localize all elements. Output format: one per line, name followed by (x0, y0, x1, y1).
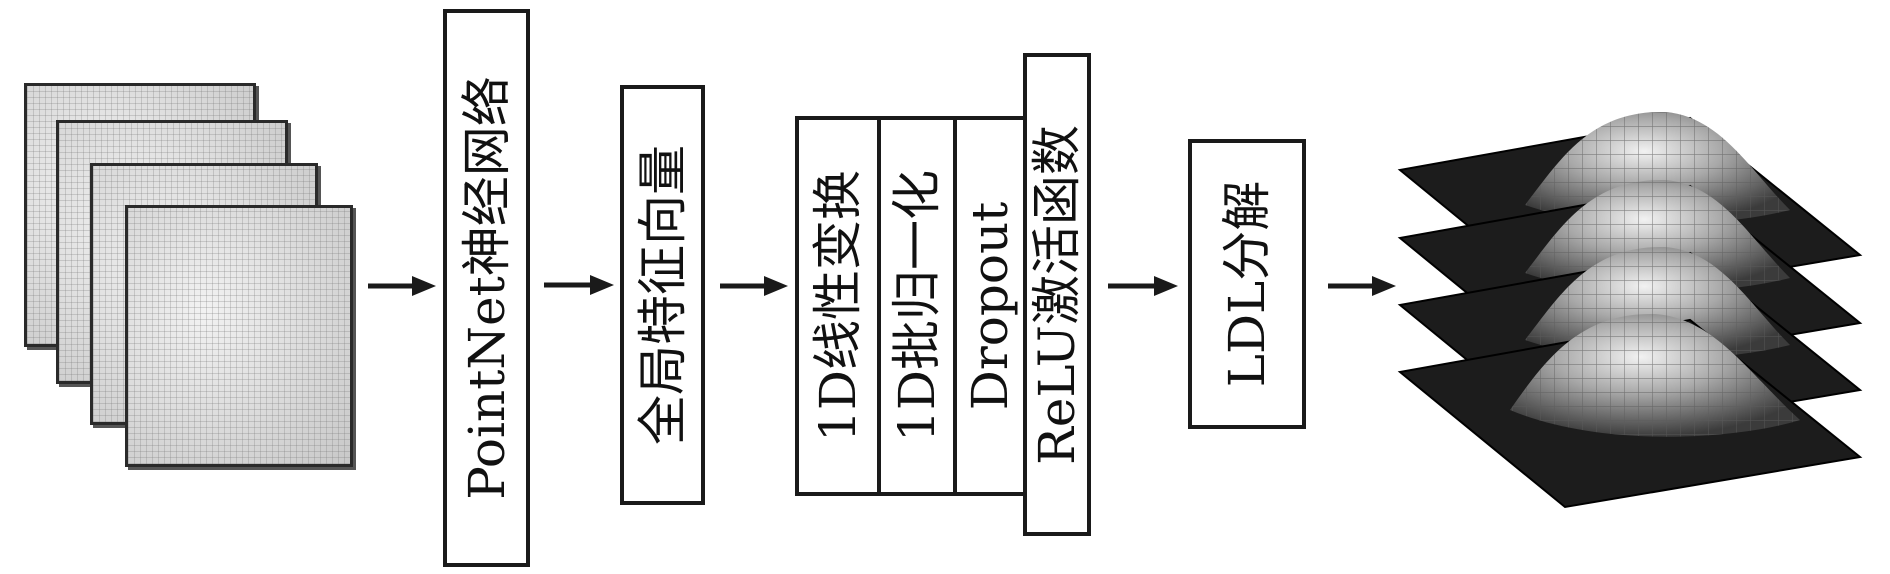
ldl-box: LDL分解 (1188, 139, 1306, 429)
surface-layer-4 (1397, 313, 1863, 509)
right-arrow-icon (368, 276, 436, 296)
batchnorm-1d-box: 1D批归一化 (877, 116, 957, 496)
input-sheet-4 (125, 205, 353, 467)
pointnet-box: PointNet神经网络 (443, 9, 530, 567)
global-feature-box: 全局特征向量 (620, 85, 705, 505)
right-arrow-icon (1328, 276, 1396, 296)
right-arrow-icon (1108, 276, 1178, 296)
relu-box: ReLU激活函数 (1023, 53, 1091, 536)
right-arrow-icon (720, 276, 788, 296)
right-arrow-icon (544, 275, 614, 295)
